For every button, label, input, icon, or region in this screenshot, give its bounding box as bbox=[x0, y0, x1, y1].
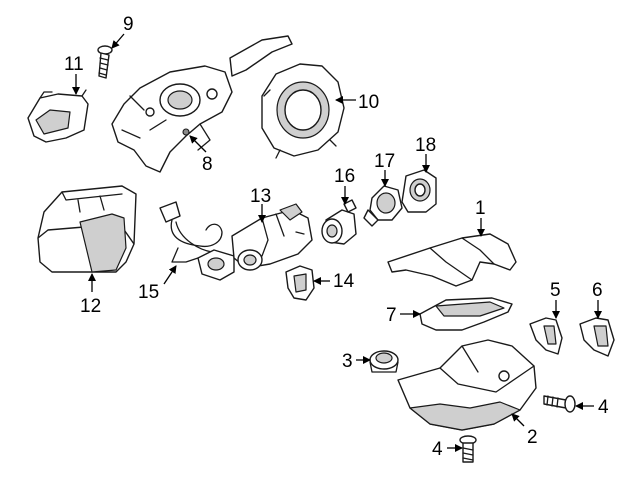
leader-9 bbox=[111, 33, 125, 49]
callout-11: 11 bbox=[64, 54, 84, 75]
callout-5: 5 bbox=[550, 280, 561, 301]
callout-9: 9 bbox=[123, 14, 134, 35]
part-18-ring bbox=[401, 169, 437, 213]
part-13-lock-assembly bbox=[231, 203, 313, 271]
callout-15: 15 bbox=[138, 282, 159, 303]
callout-2: 2 bbox=[527, 427, 538, 448]
leader-lines bbox=[72, 33, 602, 452]
callout-10: 10 bbox=[358, 92, 379, 113]
part-1-upper-shroud bbox=[387, 233, 517, 287]
part-4-screw-right bbox=[543, 395, 576, 413]
part-3-grommet bbox=[369, 350, 399, 373]
callout-14: 14 bbox=[333, 271, 355, 292]
callout-3: 3 bbox=[342, 351, 353, 372]
part-4-screw-bottom bbox=[459, 435, 477, 463]
callout-8: 8 bbox=[202, 154, 213, 175]
callout-17: 17 bbox=[374, 151, 395, 172]
callout-1: 1 bbox=[475, 198, 486, 219]
part-15-wire-harness bbox=[159, 201, 235, 281]
part-5-clip bbox=[529, 317, 563, 355]
part-6-clip bbox=[579, 317, 615, 357]
leader-8 bbox=[189, 135, 207, 153]
leader-15 bbox=[163, 265, 177, 285]
callout-12: 12 bbox=[80, 296, 101, 317]
callout-4-right: 4 bbox=[598, 397, 609, 418]
callout-16: 16 bbox=[334, 166, 355, 187]
part-8-switch-assembly bbox=[111, 35, 293, 173]
part-12-control-module bbox=[37, 185, 137, 273]
part-16-lock-cylinder bbox=[321, 199, 357, 245]
callout-13: 13 bbox=[250, 186, 271, 207]
callouts: 11 9 8 10 12 15 13 14 16 17 18 1 7 5 6 3… bbox=[64, 14, 609, 460]
part-9-bolt bbox=[97, 45, 113, 79]
callout-6: 6 bbox=[592, 280, 603, 301]
leader-2 bbox=[511, 413, 525, 427]
part-2-lower-shroud bbox=[397, 339, 537, 431]
part-14-switch bbox=[285, 265, 315, 301]
callout-4-bottom: 4 bbox=[432, 439, 443, 460]
callout-7: 7 bbox=[386, 305, 397, 326]
part-17-bezel bbox=[363, 185, 403, 227]
callout-18: 18 bbox=[415, 135, 436, 156]
part-7-trim-panel bbox=[419, 297, 513, 331]
part-10-clockspring bbox=[261, 63, 345, 159]
part-11-bracket bbox=[27, 89, 89, 143]
